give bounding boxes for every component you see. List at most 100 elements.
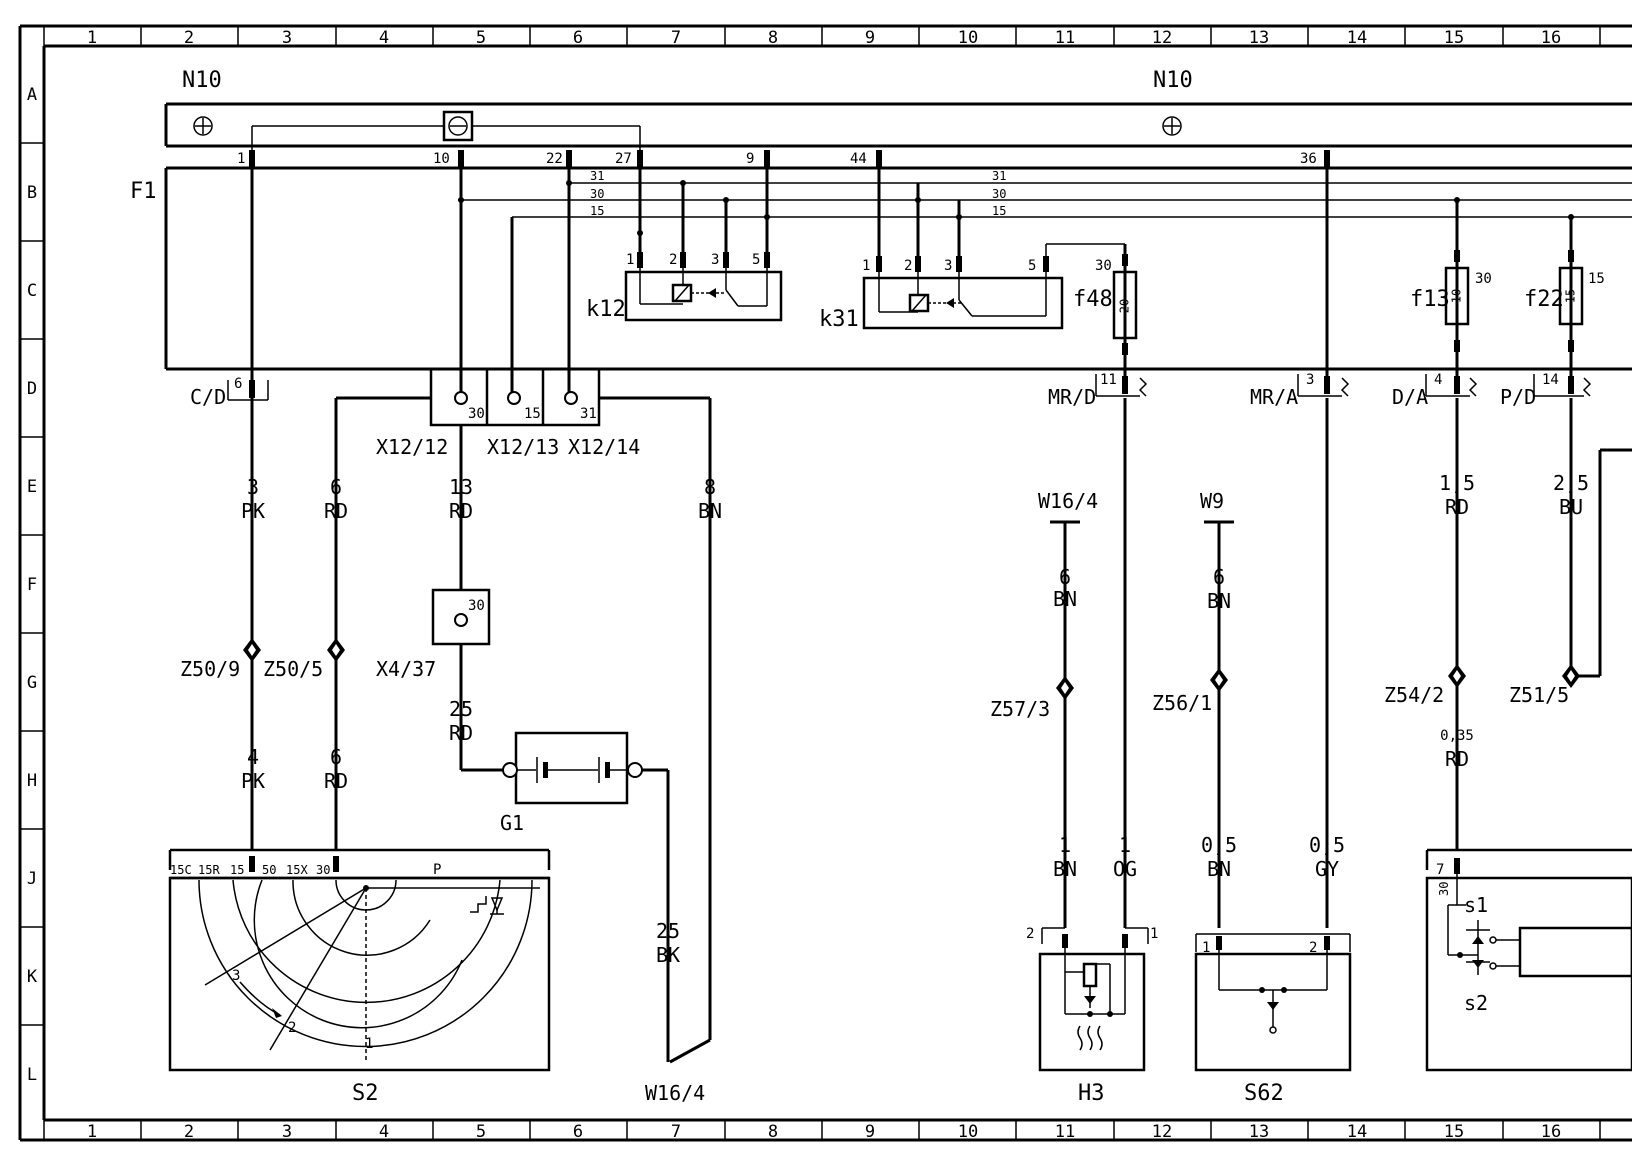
k31-label: k31 — [819, 307, 859, 332]
wire-color: PK — [241, 499, 265, 523]
pin-label: 30 — [316, 863, 330, 877]
col-label: 1 — [87, 28, 97, 48]
s2-label: S2 — [352, 1081, 379, 1106]
wire-color: RD — [324, 769, 348, 793]
da-circuit: 1,5 RD Z54/2 0,35 RD — [1384, 398, 1475, 850]
col-label: 14 — [1347, 1122, 1367, 1142]
terminal-label: 30 — [468, 598, 485, 614]
f1-fuse-box: F1 — [130, 166, 1632, 371]
wire-size: 3 — [247, 475, 259, 499]
col-label: 5 — [476, 1122, 486, 1142]
wire-color: BN — [1207, 589, 1231, 613]
pin-label: 36 — [1300, 151, 1317, 167]
wire-size: 2,5 — [1553, 471, 1589, 495]
x12-12-label: X12/12 — [376, 435, 448, 459]
s62-label: S62 — [1244, 1081, 1284, 1106]
bus-label: 15 — [992, 204, 1006, 218]
s62-circuit: W9 6 BN Z56/1 0,5 BN 0,5 GY 1 2 S62 — [1152, 398, 1352, 1106]
row-label: G — [27, 673, 37, 693]
fuse-f22: 15 15 f22 — [1524, 214, 1605, 380]
wire-size: 0,35 — [1440, 728, 1474, 744]
wire-size: 1,5 — [1439, 471, 1475, 495]
fuse-rating: 15 — [1564, 289, 1578, 303]
connector-d-a: D/A 4 — [1392, 372, 1478, 409]
wire-color: BN — [698, 499, 722, 523]
x12-13-label: X12/13 — [487, 435, 559, 459]
g1-label: G1 — [500, 811, 524, 835]
pin-label: 50 — [262, 863, 276, 877]
wire-color: BU — [1559, 495, 1583, 519]
pin-label: 5 — [752, 252, 760, 268]
n10-to-f1-wires — [250, 168, 1329, 398]
col-label: 5 — [476, 28, 486, 48]
col-label: 6 — [573, 28, 583, 48]
wire-size: 6 — [1213, 565, 1225, 589]
bus-label: 30 — [992, 187, 1006, 201]
column-labels-bottom: 1 2 3 4 5 6 7 8 9 10 11 12 13 14 15 16 — [87, 1122, 1561, 1142]
wire-size: 4 — [247, 745, 259, 769]
wire-size: 6 — [1059, 565, 1071, 589]
col-label: 2 — [184, 28, 194, 48]
col-label: 1 — [87, 1122, 97, 1142]
n10-module: N10 N10 — [164, 68, 1632, 150]
pin-label: 1 — [1150, 926, 1158, 942]
row-label: K — [27, 967, 38, 987]
connector-label: D/A — [1392, 385, 1428, 409]
x4-37-label: X4/37 — [376, 657, 436, 681]
terminal-label: 30 — [468, 406, 485, 422]
pin-label: 4 — [1434, 372, 1442, 388]
h3-circuit: W16/4 6 BN Z57/3 1 BN 1 OG 2 1 — [990, 398, 1158, 1106]
s2-switch-label: s2 — [1464, 991, 1488, 1015]
pin-label: 3 — [711, 252, 719, 268]
connector-label: C/D — [190, 385, 226, 409]
pin-label: 30 — [1437, 882, 1451, 896]
k12-relay: 1 2 3 5 k12 — [586, 180, 783, 322]
col-label: 10 — [958, 28, 978, 48]
n10-pins: 1 10 22 27 9 44 36 — [237, 150, 1330, 168]
pin-label: 2 — [1309, 940, 1317, 956]
wire-size: 1 — [1119, 833, 1131, 857]
module-ground-icon — [1162, 116, 1182, 136]
row-scale — [20, 142, 44, 1026]
wire-color: RD — [1445, 747, 1469, 771]
pin-label: 1 — [862, 258, 870, 274]
pd-circuit: 2,5 BU Z51/5 — [1509, 398, 1632, 707]
col-label: 11 — [1055, 1122, 1075, 1142]
x4-37-terminal: 30 X4/37 — [376, 588, 491, 681]
left-wires — [250, 396, 712, 1064]
k31-relay: 1 2 3 5 k31 — [819, 183, 1125, 332]
column-scale-top — [43, 26, 1601, 46]
col-label: 15 — [1444, 1122, 1464, 1142]
splice-label: Z56/1 — [1152, 691, 1212, 715]
pin-label: 3 — [944, 258, 952, 274]
col-label: 7 — [671, 28, 681, 48]
pin-label: 14 — [1542, 372, 1559, 388]
cluster-switch-block: 7 30 s1 s2 — [1425, 848, 1632, 1072]
wire-size: 0,5 — [1309, 833, 1345, 857]
col-label: 12 — [1152, 1122, 1172, 1142]
wire-labels-left: 3 PK 6 RD 13 RD 8 BN 25 RD 25 BK 4 PK 6 … — [241, 475, 722, 967]
wire-size: 0,5 — [1201, 833, 1237, 857]
col-label: 16 — [1541, 1122, 1561, 1142]
pin-label: 15R — [198, 863, 220, 877]
f48-label: f48 — [1073, 287, 1113, 312]
wire-color: BN — [1053, 857, 1077, 881]
pin-label: P — [433, 862, 441, 878]
pin-label: 44 — [850, 151, 867, 167]
pin-label: 5 — [1028, 258, 1036, 274]
wire-color: GY — [1315, 857, 1339, 881]
pin-label: 30 — [1095, 258, 1112, 274]
row-label: C — [27, 281, 37, 301]
w9-label: W9 — [1200, 489, 1224, 513]
wire-color: RD — [449, 499, 473, 523]
col-label: 3 — [282, 1122, 292, 1142]
h3-label: H3 — [1078, 1081, 1105, 1106]
f1-label: F1 — [130, 179, 157, 204]
col-label: 10 — [958, 1122, 978, 1142]
row-labels: A B C D E F G H J K L — [27, 85, 38, 1085]
position-label: 3 — [232, 968, 240, 984]
pin-label: 15C — [170, 863, 192, 877]
pin-label: 15X — [286, 863, 308, 877]
column-scale-bottom — [43, 1120, 1601, 1140]
